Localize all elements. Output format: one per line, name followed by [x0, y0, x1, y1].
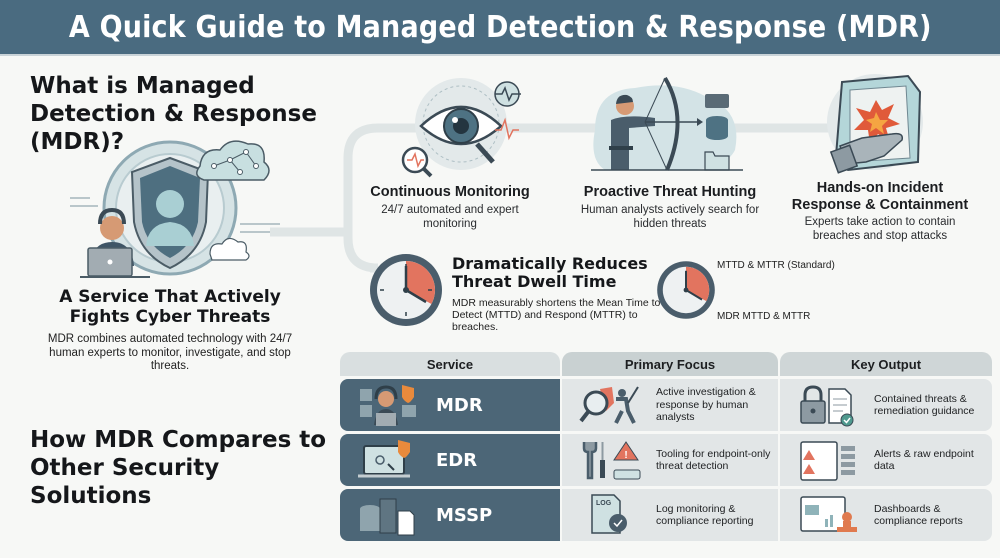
output-text: Alerts & raw endpoint data: [874, 447, 974, 473]
focus-cell: ! Tooling for endpoint-only threat detec…: [562, 434, 778, 486]
log-certificate-icon: LOG: [572, 492, 650, 538]
feature-title-continuous-monitoring: Continuous Monitoring: [370, 184, 530, 200]
eye-monitoring-icon: [401, 78, 521, 178]
server-database-icon: [350, 492, 428, 538]
feature-desc-incident-response: Experts take action to contain breaches …: [804, 216, 956, 242]
output-text: Contained threats & remediation guidance: [874, 392, 975, 418]
feature-title-incident-response: Hands-on Incident Response & Containment: [791, 180, 969, 213]
dashboard-stamp-icon: [790, 492, 868, 538]
output-cell: Alerts & raw endpoint data: [780, 434, 992, 486]
service-name: MSSP: [436, 504, 493, 526]
table-header-row: Service Primary Focus Key Output: [340, 352, 992, 376]
svg-text:LOG: LOG: [596, 500, 612, 507]
magnifier-fighter-icon: [572, 382, 650, 428]
alerts-list-icon: [790, 437, 868, 483]
service-name: MDR: [436, 394, 483, 416]
large-clock-icon: [370, 254, 442, 326]
lock-document-check-icon: [790, 382, 868, 428]
legend-mdr: MDR MTTD & MTTR: [717, 311, 811, 322]
service-description: MDR combines automated technology with 2…: [47, 333, 293, 372]
feature-desc-threat-hunting: Human analysts actively search for hidde…: [580, 204, 760, 230]
page-title: A Quick Guide to Managed Detection & Res…: [68, 9, 932, 45]
archer-threat-hunting-icon: [591, 76, 743, 171]
focus-cell: Active investigation & response by human…: [562, 379, 778, 431]
compare-heading: How MDR Compares to Other Security Solut…: [30, 427, 327, 509]
header-service: Service: [340, 352, 560, 376]
table-row: EDR ! Tooling for endpoint-only threat d…: [340, 434, 992, 486]
service-cell: MDR: [340, 379, 560, 431]
shield-analyst-illustration: [70, 140, 280, 278]
analyst-headset-icon: [350, 382, 428, 428]
comparison-table: Service Primary Focus Key Output MDR Act…: [340, 352, 992, 541]
focus-text: Active investigation & response by human…: [656, 386, 756, 424]
table-row: MSSP LOG Log monitoring & compliance rep…: [340, 489, 992, 541]
focus-text: Log monitoring & compliance reporting: [656, 502, 754, 528]
service-cell: EDR: [340, 434, 560, 486]
service-cell: MSSP: [340, 489, 560, 541]
tools-alert-icon: !: [572, 437, 650, 483]
what-is-mdr-heading: What is Managed Detection & Response (MD…: [30, 73, 317, 155]
output-text: Dashboards & compliance reports: [874, 502, 963, 528]
service-name: EDR: [436, 449, 478, 471]
output-cell: Dashboards & compliance reports: [780, 489, 992, 541]
dwell-time-heading: Dramatically Reduces Threat Dwell Time: [452, 254, 648, 291]
feature-desc-continuous-monitoring: 24/7 automated and expert monitoring: [381, 204, 519, 230]
focus-text: Tooling for endpoint-only threat detecti…: [656, 447, 771, 473]
header-key-output: Key Output: [780, 352, 992, 376]
service-heading: A Service That Actively Fights Cyber Thr…: [59, 287, 281, 327]
focus-cell: LOG Log monitoring & compliance reportin…: [562, 489, 778, 541]
comparison-clock-icon: [657, 261, 715, 319]
robotic-hand-containment-icon: [827, 74, 923, 174]
laptop-shield-icon: [350, 437, 428, 483]
table-row: MDR Active investigation & response by h…: [340, 379, 992, 431]
svg-text:!: !: [624, 450, 627, 461]
output-cell: Contained threats & remediation guidance: [780, 379, 992, 431]
dwell-time-description: MDR measurably shortens the Mean Time to…: [452, 297, 661, 333]
page-header: A Quick Guide to Managed Detection & Res…: [0, 0, 1000, 56]
legend-standard: MTTD & MTTR (Standard): [717, 260, 835, 271]
header-primary-focus: Primary Focus: [562, 352, 778, 376]
feature-title-threat-hunting: Proactive Threat Hunting: [583, 184, 757, 200]
